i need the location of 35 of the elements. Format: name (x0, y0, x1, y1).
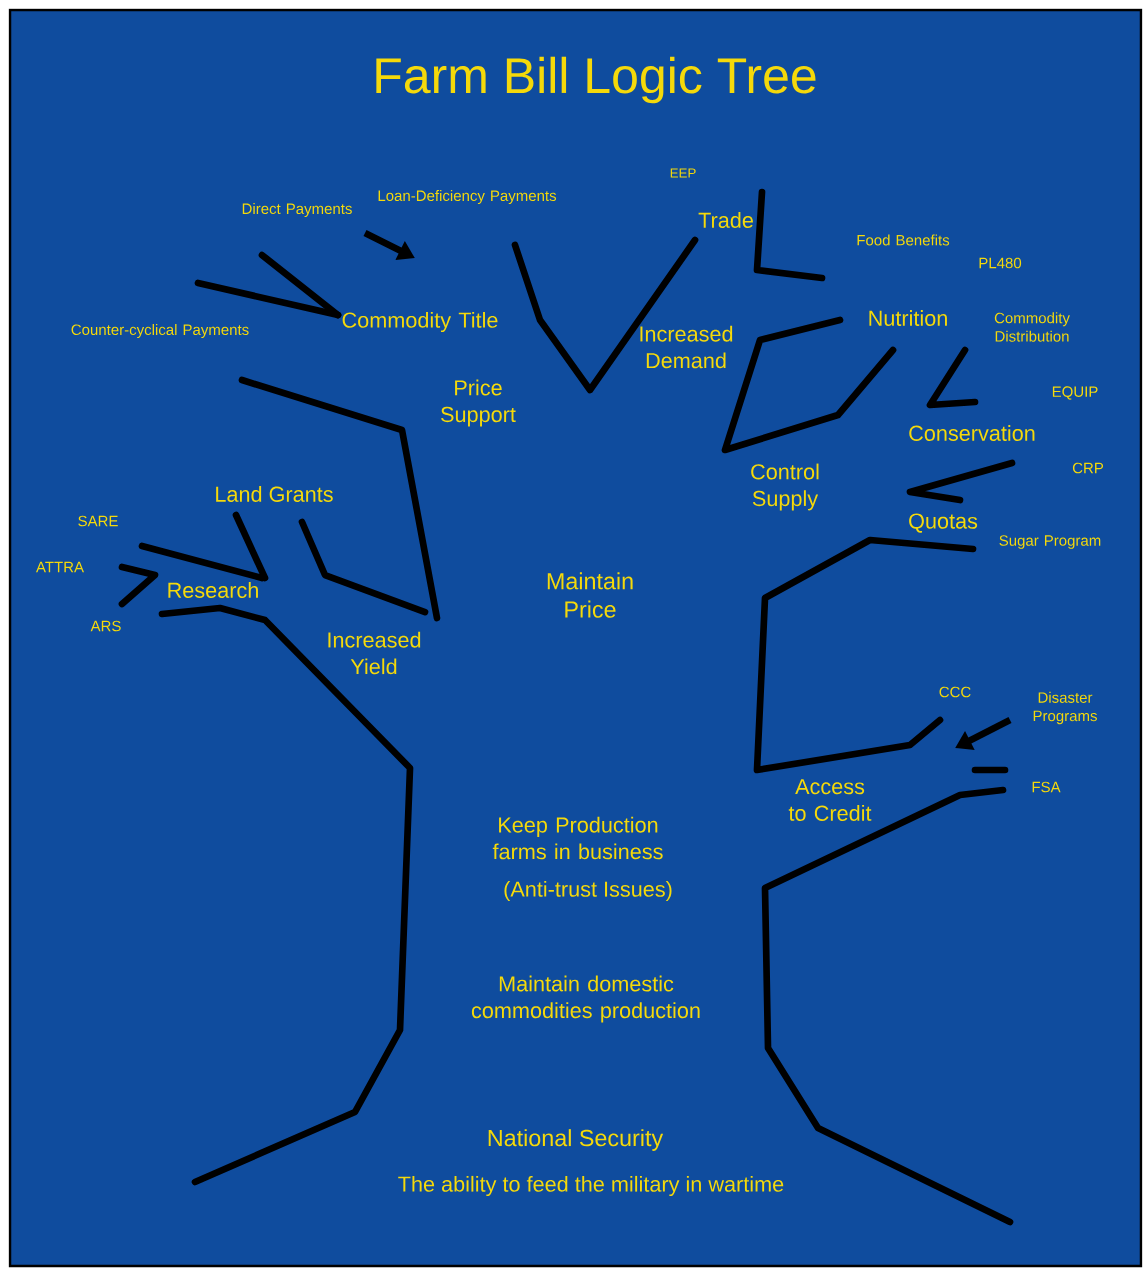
label: ATTRA (36, 561, 84, 573)
label: Increased Yield (328, 631, 421, 675)
label: Maintain domestic commodities production (471, 975, 700, 1023)
label: Price Support (441, 379, 516, 427)
label: Land Grants (216, 486, 333, 502)
label: Nutrition (869, 310, 947, 326)
label: Commodity Title (342, 311, 498, 333)
title: Farm Bill Logic Tree (376, 56, 816, 104)
label: CCC (939, 686, 971, 698)
label: FSA (1032, 781, 1061, 793)
label: Direct Payments (242, 203, 352, 217)
label: Maintain Price (547, 572, 633, 618)
label: PL480 (979, 257, 1022, 269)
label: Research (168, 582, 258, 598)
label: Quotas (909, 513, 978, 533)
label: The ability to feed the military in wartime (398, 1175, 784, 1197)
label: Keep Production farms in business (492, 816, 663, 860)
label: CRP (1072, 462, 1104, 474)
label: Loan-Deficiency Payments (378, 190, 557, 204)
label: Sugar Program (999, 535, 1101, 549)
label: Conservation (909, 425, 1035, 441)
label: EQUIP (1052, 386, 1098, 400)
label: SARE (78, 515, 118, 527)
label: (Anti-trust Issues) (504, 880, 672, 902)
label: Disaster Programs (1033, 691, 1097, 725)
label: Increased Demand (640, 325, 733, 369)
label: National Security (488, 1129, 664, 1151)
label: Access to Credit (788, 779, 872, 821)
label: Commodity Distribution (994, 312, 1070, 342)
label: EEP (670, 168, 696, 178)
label: Control Supply (751, 463, 819, 511)
label: Trade (698, 212, 753, 228)
label: ARS (90, 620, 121, 632)
label: Food Benefits (857, 234, 950, 246)
label: Counter-cyclical Payments (71, 324, 249, 338)
